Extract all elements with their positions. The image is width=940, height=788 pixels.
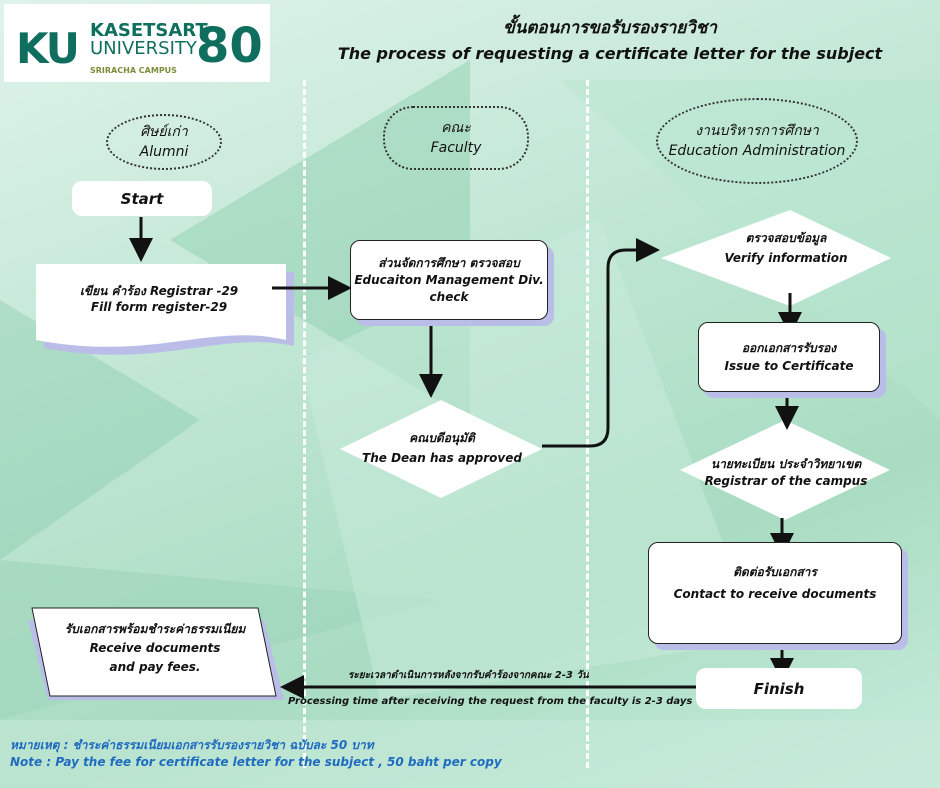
lane-alumni-th: ศิษย์เก่า xyxy=(140,124,188,140)
dean-en: The Dean has approved xyxy=(362,451,522,465)
receive-documents-shape xyxy=(28,607,284,700)
logo-anniversary: 80 xyxy=(196,18,263,74)
receive-documents-node: รับเอกสารพร้อมชำระค่าธรรมเนียม Receive d… xyxy=(40,620,270,677)
title-thai: ขั้นตอนการขอรับรองรายวิชา xyxy=(503,18,717,38)
check-en2: check xyxy=(429,289,469,304)
fill-form-node: เขียน คำร้อง Registrar -29 Fill form reg… xyxy=(44,283,274,315)
note-thai: หมายเหตุ : ชำระค่าธรรมเนียมเอกสารรับรองร… xyxy=(10,738,374,752)
registrar-campus-node: นายทะเบียน ประจำวิทยาเขต Registrar of th… xyxy=(696,456,876,490)
lane-header-faculty: คณะ Faculty xyxy=(383,106,529,170)
note-english: Note : Pay the fee for certificate lette… xyxy=(10,755,502,769)
receive-en2: and pay fees. xyxy=(109,660,201,674)
start-node: Start xyxy=(72,181,212,216)
verify-en: Verify information xyxy=(724,251,848,265)
logo-ku: KU xyxy=(16,24,80,73)
receive-th: รับเอกสารพร้อมชำระค่าธรรมเนียม xyxy=(64,622,246,636)
lane-divider-1 xyxy=(303,80,306,768)
registrar-th: นายทะเบียน ประจำวิทยาเขต xyxy=(710,457,862,471)
logo-line1: KASETSART xyxy=(90,20,208,41)
issue-en: Issue to Certificate xyxy=(724,359,854,373)
lane-divider-2 xyxy=(586,80,589,768)
university-logo: KU KASETSART UNIVERSITY SRIRACHA CAMPUS … xyxy=(4,4,270,82)
verify-th: ตรวจสอบข้อมูล xyxy=(745,231,827,245)
finish-node: Finish xyxy=(696,668,862,709)
registrar-en: Registrar of the campus xyxy=(704,474,868,488)
logo-name: KASETSART UNIVERSITY xyxy=(90,22,208,58)
dean-diamond xyxy=(340,400,542,498)
dean-th: คณบดีอนุมัติ xyxy=(409,431,475,445)
lane-header-education-admin: งานบริหารการศึกษา Education Administrati… xyxy=(656,98,858,184)
check-th: ส่วนจัดการศึกษา ตรวจสอบ xyxy=(378,255,520,270)
contact-receive-node: ติดต่อรับเอกสาร Contact to receive docum… xyxy=(648,542,902,644)
dean-approved-node: คณบดีอนุมัติ The Dean has approved xyxy=(352,428,532,468)
arrow-dean-to-verify xyxy=(542,238,660,448)
issue-certificate-node: ออกเอกสารรับรอง Issue to Certificate xyxy=(698,322,880,392)
receive-en1: Receive documents xyxy=(89,641,221,655)
logo-campus: SRIRACHA CAMPUS xyxy=(90,66,177,75)
verify-diamond xyxy=(661,210,891,306)
issue-th: ออกเอกสารรับรอง xyxy=(741,341,837,355)
lane-header-alumni: ศิษย์เก่า Alumni xyxy=(106,114,222,170)
lane-faculty-en: Faculty xyxy=(430,140,482,156)
fill-form-en: Fill form register-29 xyxy=(90,300,228,314)
title-english: The process of requesting a certificate … xyxy=(337,44,883,63)
education-management-check-node: ส่วนจัดการศึกษา ตรวจสอบ Educaiton Manage… xyxy=(350,240,548,320)
fill-form-th: เขียน คำร้อง Registrar -29 xyxy=(79,284,239,298)
lane-education-en: Education Administration xyxy=(668,143,846,159)
check-en1: Educaiton Management Div. xyxy=(354,272,544,287)
contact-en: Contact to receive documents xyxy=(673,587,877,601)
fill-form-document-shape xyxy=(36,264,294,355)
contact-th: ติดต่อรับเอกสาร xyxy=(733,565,817,579)
lane-alumni-en: Alumni xyxy=(139,144,189,160)
processing-time-en: Processing time after receiving the requ… xyxy=(288,696,693,707)
verify-information-node: ตรวจสอบข้อมูล Verify information xyxy=(706,228,866,268)
lane-education-th: งานบริหารการศึกษา xyxy=(695,123,819,139)
logo-line2: UNIVERSITY xyxy=(90,38,197,59)
registrar-diamond xyxy=(680,420,890,520)
processing-time-th: ระยะเวลาดำเนินการหลังจากรับคำร้องจากคณะ … xyxy=(348,670,589,681)
lane-faculty-th: คณะ xyxy=(441,120,471,136)
